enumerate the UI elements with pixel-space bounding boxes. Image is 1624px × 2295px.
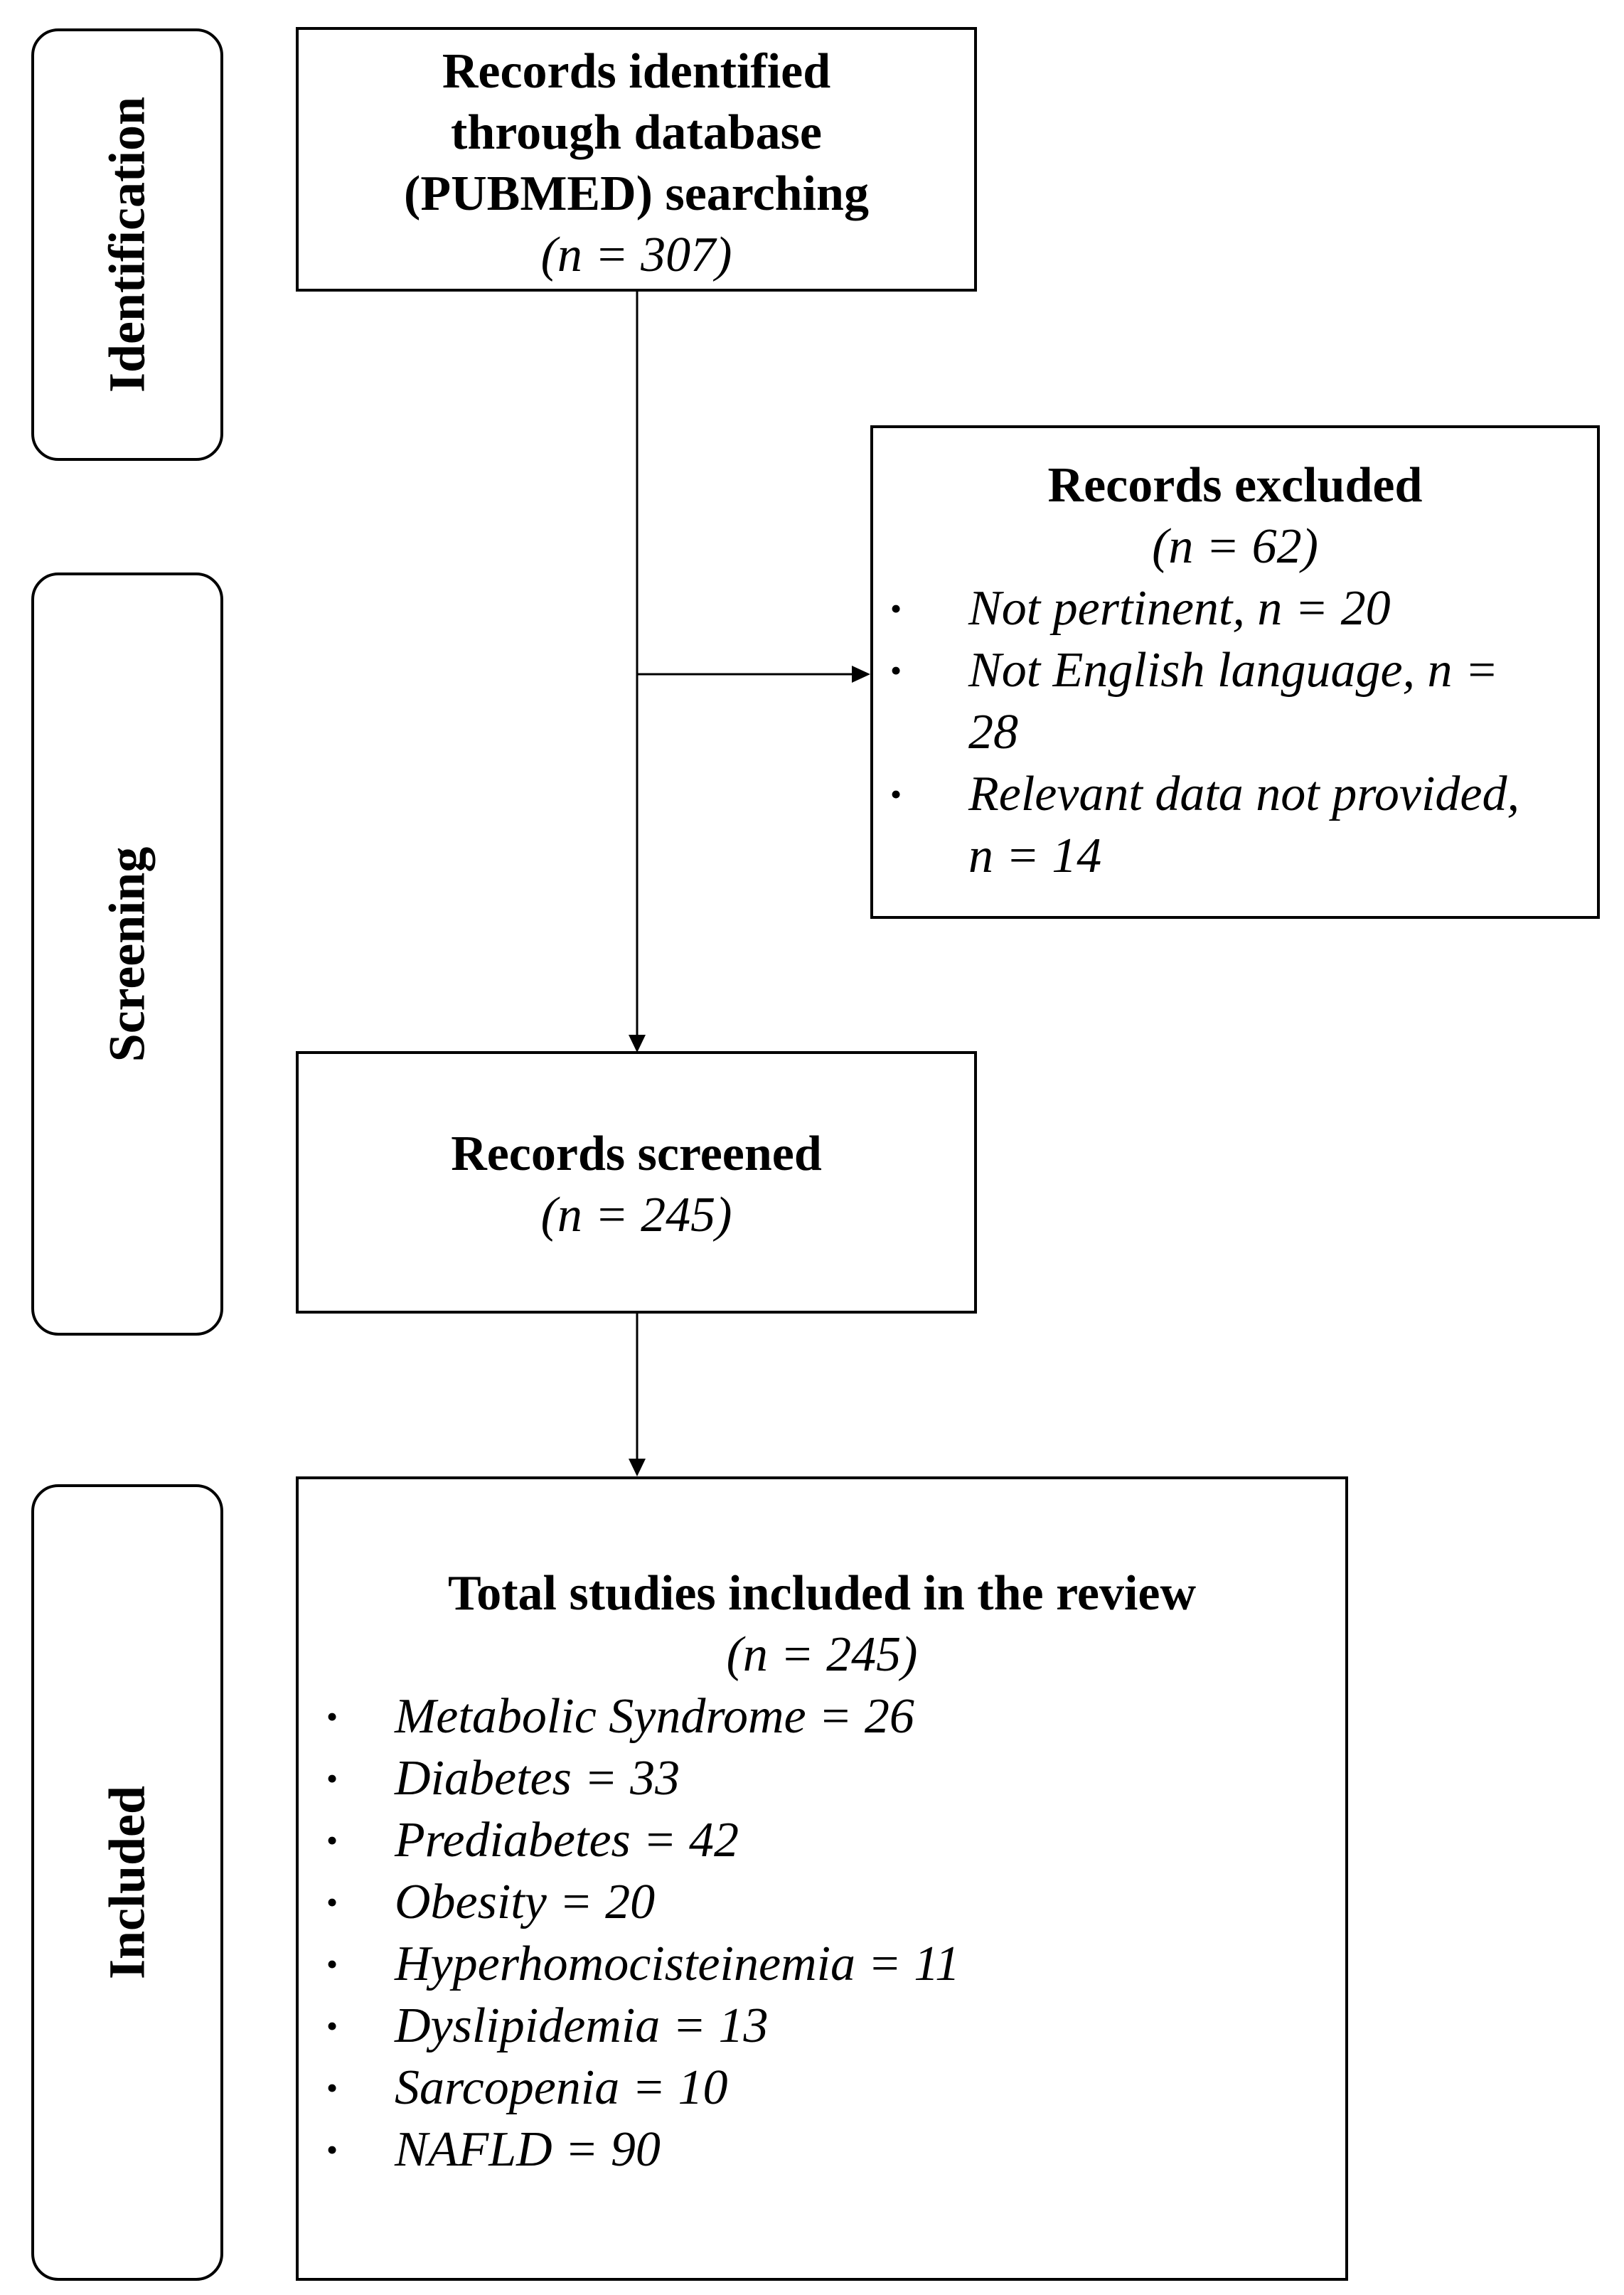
- bullet-icon: •: [890, 590, 902, 627]
- total-included-box: Total studies included in the review (n …: [296, 1476, 1348, 2281]
- bullet-icon: •: [326, 2008, 338, 2044]
- total-included-list: • Metabolic Syndrome = 26 • Diabetes = 3…: [299, 1686, 1345, 2180]
- records-screened-count: (n = 245): [540, 1188, 732, 1242]
- bullet-icon: •: [326, 2070, 338, 2106]
- total-included-count: (n = 245): [726, 1627, 918, 1682]
- bullet-icon: •: [326, 1698, 338, 1735]
- list-item: • Obesity = 20: [326, 1871, 1345, 1933]
- arrowhead-screened: [629, 1035, 646, 1053]
- bullet-icon: •: [326, 1946, 338, 1982]
- list-item: • Not English language, n = 28: [890, 639, 1554, 763]
- records-identified-count: (n = 307): [540, 228, 732, 282]
- list-item: • Relevant data not provided, n = 14: [890, 763, 1554, 887]
- records-screened-box: Records screened (n = 245): [296, 1051, 977, 1314]
- bullet-icon: •: [326, 1884, 338, 1920]
- list-item: • NAFLD = 90: [326, 2119, 1345, 2180]
- records-identified-title: Records identified through database (PUB…: [404, 44, 869, 221]
- phase-screening: Screening: [31, 573, 223, 1336]
- list-item: • Diabetes = 33: [326, 1747, 1345, 1809]
- records-excluded-title: Records excluded: [1047, 458, 1423, 513]
- records-excluded-count: (n = 62): [1152, 519, 1318, 574]
- records-identified-box: Records identified through database (PUB…: [296, 27, 977, 292]
- arrowhead-included: [629, 1459, 646, 1476]
- phase-included: Included: [31, 1484, 223, 2281]
- list-item: • Dyslipidemia = 13: [326, 1995, 1345, 2057]
- phase-identification: Identification: [31, 28, 223, 461]
- bullet-icon: •: [326, 1822, 338, 1858]
- records-excluded-list: • Not pertinent, n = 20 • Not English la…: [873, 577, 1597, 887]
- bullet-icon: •: [326, 1760, 338, 1796]
- bullet-icon: •: [890, 776, 902, 812]
- arrowhead-excluded: [852, 666, 870, 683]
- list-item: • Prediabetes = 42: [326, 1809, 1345, 1871]
- list-item: • Not pertinent, n = 20: [890, 577, 1554, 639]
- records-excluded-box: Records excluded (n = 62) • Not pertinen…: [870, 425, 1600, 919]
- bullet-icon: •: [890, 652, 902, 688]
- list-item: • Sarcopenia = 10: [326, 2057, 1345, 2119]
- bullet-icon: •: [326, 2131, 338, 2168]
- list-item: • Hyperhomocisteinemia = 11: [326, 1933, 1345, 1995]
- records-screened-title: Records screened: [451, 1127, 822, 1181]
- total-included-title: Total studies included in the review: [447, 1566, 1197, 1621]
- list-item: • Metabolic Syndrome = 26: [326, 1686, 1345, 1747]
